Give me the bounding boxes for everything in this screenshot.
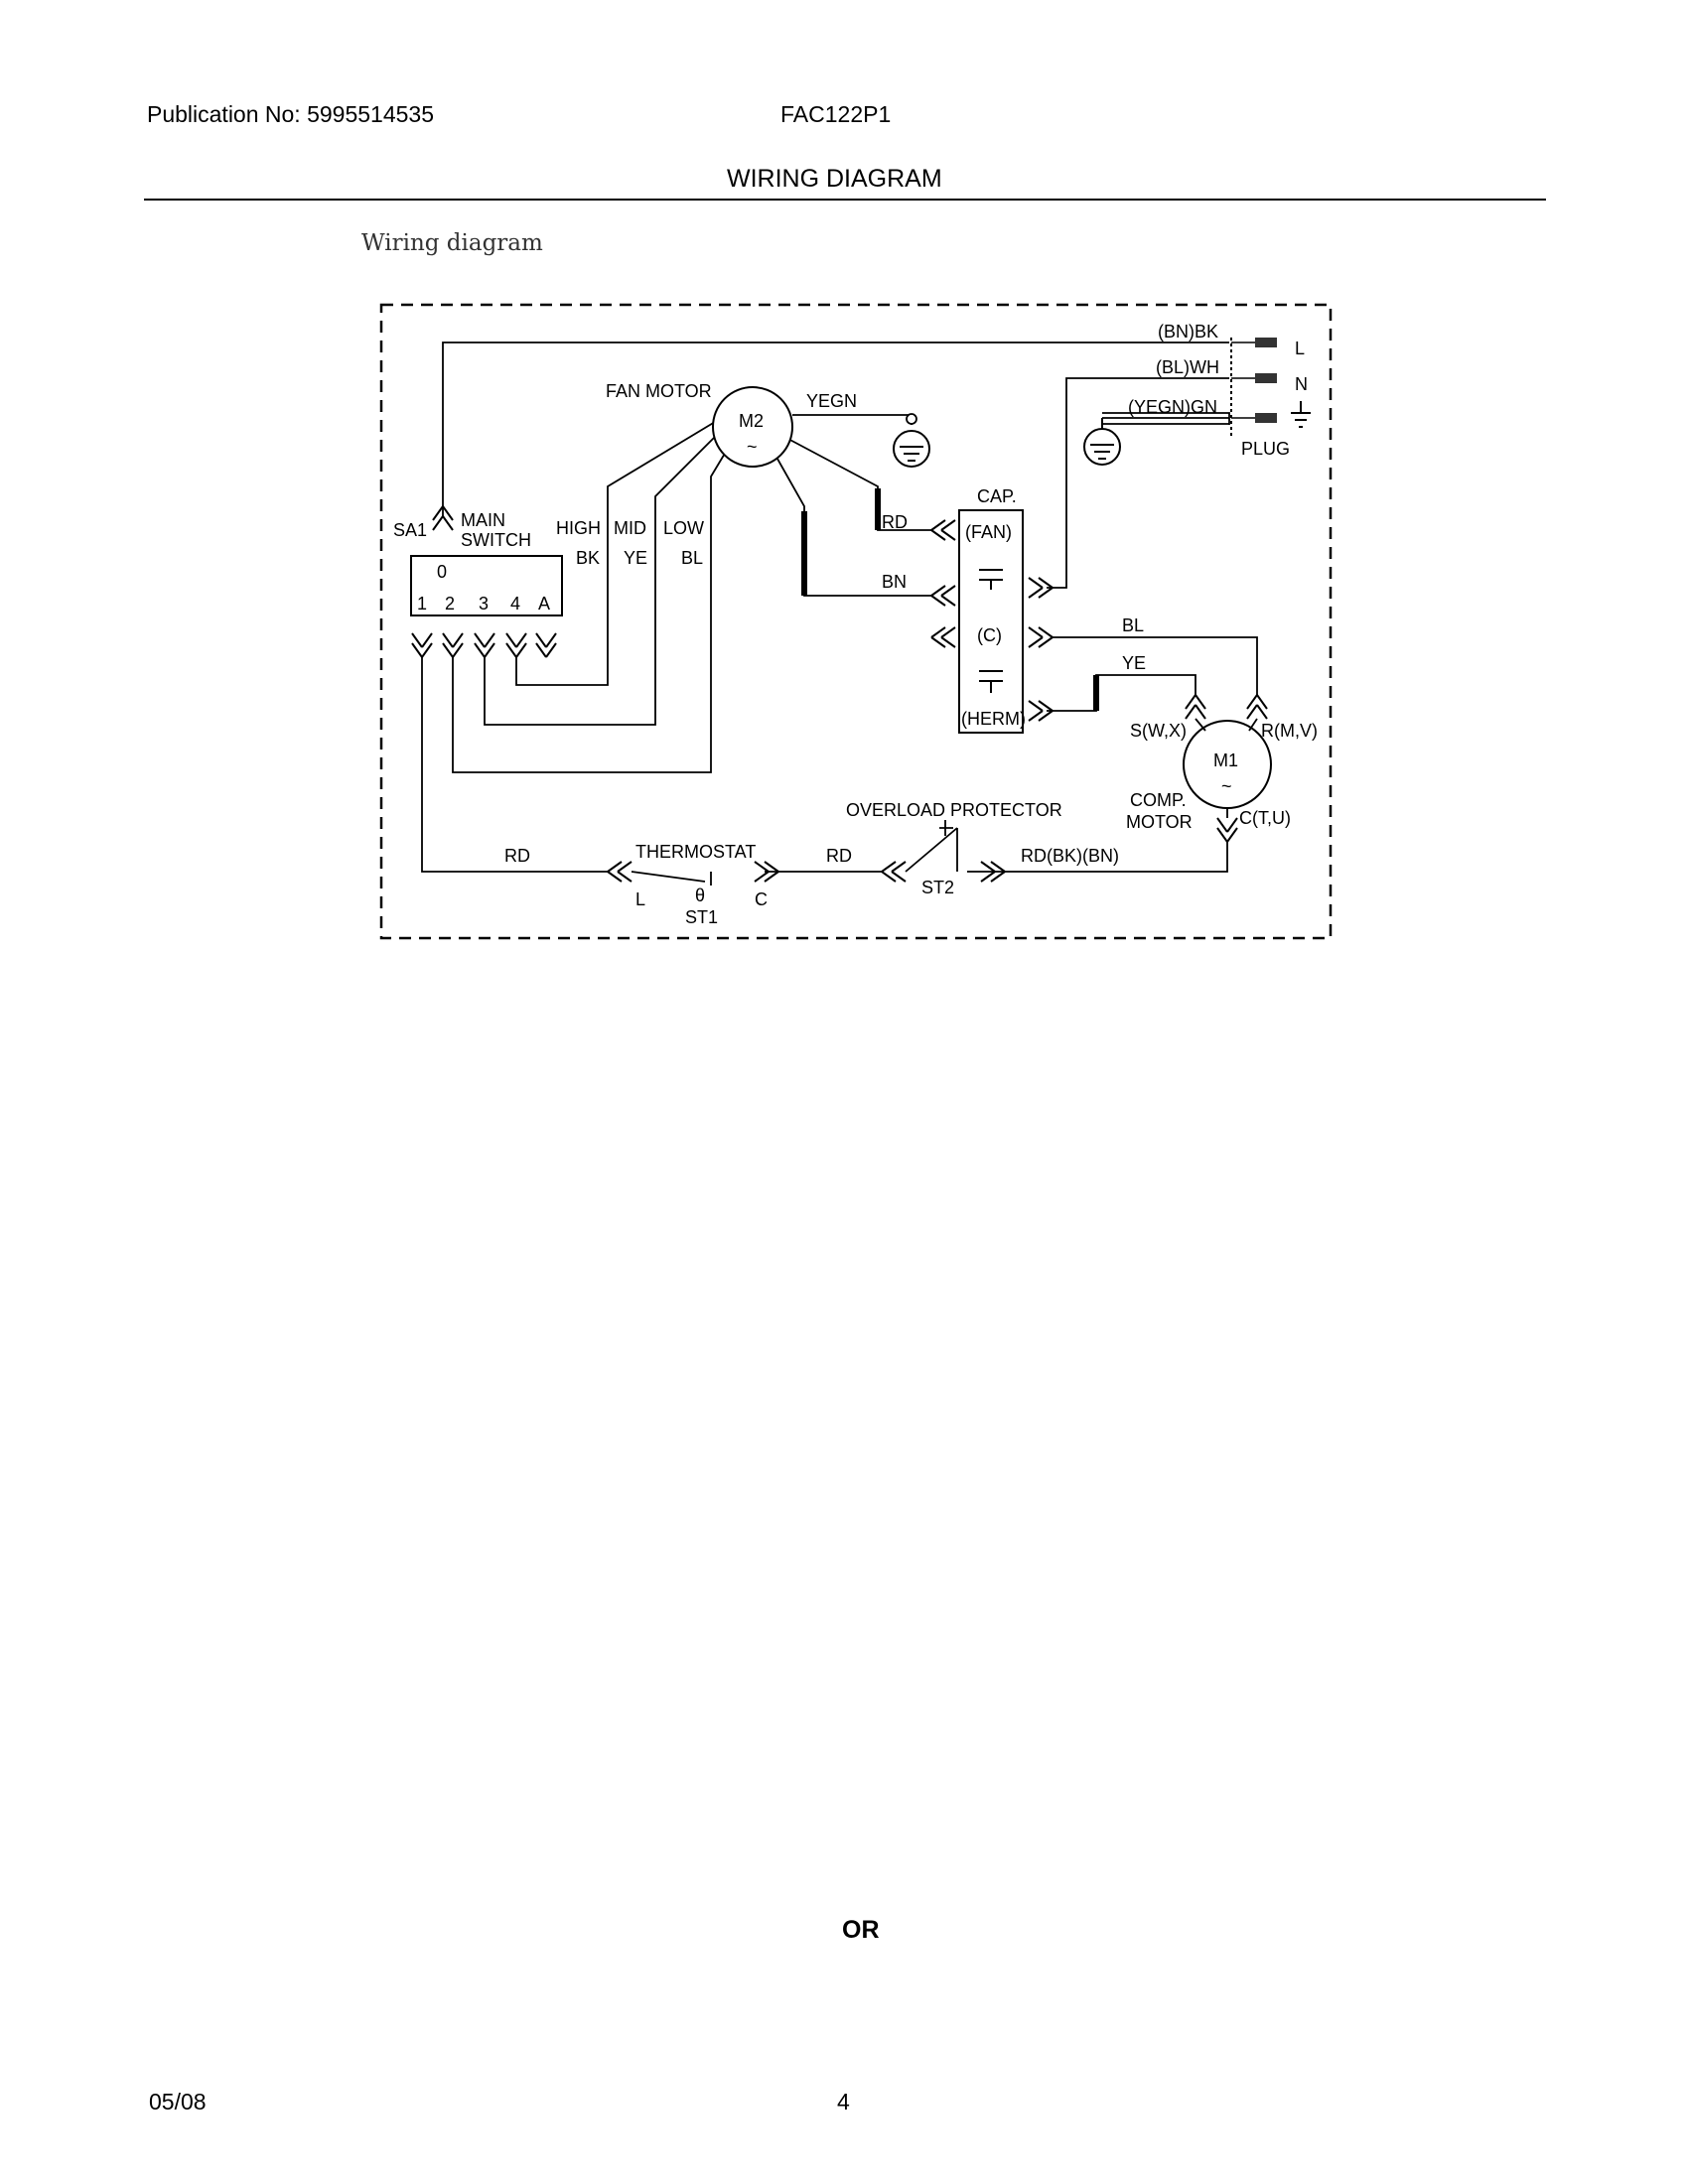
speed-high-label: HIGH	[556, 518, 601, 538]
fan-motor-id: M2	[739, 411, 764, 431]
diagram-subtitle: Wiring diagram	[361, 230, 543, 256]
plug-n-label: N	[1295, 374, 1308, 394]
comp-motor-id: M1	[1213, 751, 1238, 770]
header-rule	[144, 199, 1546, 201]
capacitor: CAP. (FAN) (C) (HERM)	[930, 486, 1054, 734]
enclosure-border	[379, 303, 1333, 940]
overload-id: ST2	[921, 878, 954, 897]
thermostat-l: L	[635, 889, 645, 909]
fan-motor-label: FAN MOTOR	[606, 381, 712, 401]
switch-terminal-1: 1	[417, 594, 427, 614]
capacitor-herm: (HERM)	[961, 709, 1026, 729]
plug-label: PLUG	[1241, 439, 1290, 459]
comp-motor-symbol: ~	[1221, 776, 1232, 796]
page-title: WIRING DIAGRAM	[727, 165, 942, 193]
switch-id: SA1	[393, 520, 427, 540]
speed-mid-color: YE	[624, 548, 647, 568]
wire-label-cap-common: BN	[882, 572, 907, 592]
comp-motor-label-2: MOTOR	[1126, 812, 1193, 832]
thermostat-theta: θ	[695, 886, 705, 905]
switch-zero: 0	[437, 562, 447, 582]
compressor-motor: M1 ~ COMP. MOTOR S(W,X) R(M,V) C(T,U)	[1126, 694, 1318, 843]
or-separator: OR	[842, 1916, 880, 1944]
ground-icon	[1083, 428, 1121, 466]
wire-label-thermostat-out: RD	[826, 846, 852, 866]
switch-terminal-2: 2	[445, 594, 455, 614]
main-switch: SA1 MAIN SWITCH 0 1 2 3 4 A	[393, 505, 563, 658]
page-number: 4	[837, 2089, 850, 2115]
thermostat-c: C	[755, 889, 768, 909]
speed-mid-label: MID	[614, 518, 646, 538]
publication-number: Publication No: 5995514535	[147, 101, 435, 127]
thermostat: THERMOSTAT L C θ ST1	[607, 842, 779, 927]
wire-label-line: (BN)BK	[1158, 322, 1218, 341]
speed-high-color: BK	[576, 548, 600, 568]
model-number: FAC122P1	[780, 101, 892, 127]
switch-label-switch: SWITCH	[461, 530, 531, 550]
overload-label: OVERLOAD PROTECTOR	[846, 800, 1062, 820]
speed-low-label: LOW	[663, 518, 704, 538]
wire-label-cap-fan: RD	[882, 512, 908, 532]
wire-label-neutral: (BL)WH	[1156, 357, 1219, 377]
wiring-diagram: L N PLUG (BN)BK (BL)WH (YEGN)GN M2 ~ FAN…	[379, 303, 1333, 940]
speed-low-color: BL	[681, 548, 703, 568]
plug: L N PLUG	[1230, 338, 1311, 459]
fan-motor-symbol: ~	[747, 437, 758, 457]
fan-ground-icon	[893, 430, 930, 468]
comp-motor-label-1: COMP.	[1130, 790, 1187, 810]
wire-label-thermostat-in: RD	[504, 846, 530, 866]
thermostat-label: THERMOSTAT	[635, 842, 756, 862]
wire-label-comp-run: BL	[1122, 615, 1144, 635]
capacitor-label: CAP.	[977, 486, 1017, 506]
switch-terminal-4: 4	[510, 594, 520, 614]
wire-label-fan-ground: YEGN	[806, 391, 857, 411]
comp-terminal-s: S(W,X)	[1130, 721, 1187, 741]
footer-date: 05/08	[149, 2089, 207, 2115]
comp-terminal-r: R(M,V)	[1261, 721, 1318, 741]
capacitor-common: (C)	[977, 625, 1002, 645]
capacitor-fan: (FAN)	[965, 522, 1012, 542]
wire-label-overload-out: RD(BK)(BN)	[1021, 846, 1119, 866]
wire-markers	[801, 488, 1099, 711]
wire-label-ground: (YEGN)GN	[1128, 397, 1217, 417]
fan-motor: M2 ~ FAN MOTOR	[606, 381, 793, 468]
wire-label-comp-start: YE	[1122, 653, 1146, 673]
thermostat-id: ST1	[685, 907, 718, 927]
comp-terminal-c: C(T,U)	[1239, 808, 1291, 828]
overload-protector: OVERLOAD PROTECTOR ST2	[846, 800, 1062, 897]
switch-terminal-a: A	[538, 594, 550, 614]
switch-label-main: MAIN	[461, 510, 505, 530]
plug-l-label: L	[1295, 339, 1305, 358]
switch-terminal-3: 3	[479, 594, 489, 614]
